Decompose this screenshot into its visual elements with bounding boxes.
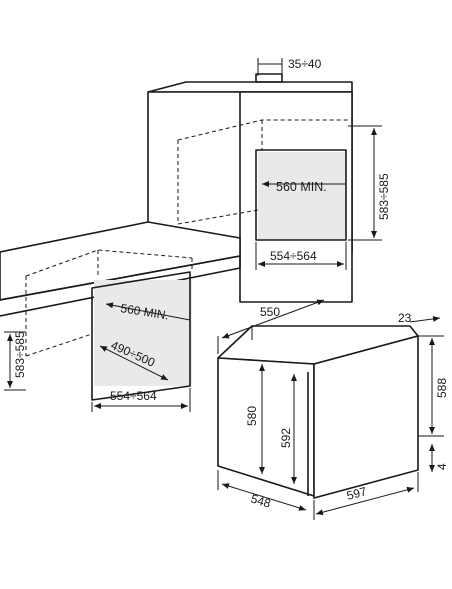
oven <box>217 325 419 499</box>
dim-column-width: 554÷564 <box>255 242 347 270</box>
dim-top-gap: 35÷40 <box>257 57 322 76</box>
tall-cabinet-top <box>147 81 353 93</box>
label-undercounter-width: 554÷564 <box>110 389 157 403</box>
label-column-height: 583÷585 <box>377 173 391 220</box>
label-oven-top: 550 <box>260 305 280 319</box>
label-oven-body-depth: 548 <box>249 491 273 510</box>
label-top-gap: 35÷40 <box>288 57 322 71</box>
label-oven-total-height: 588 <box>435 378 449 398</box>
label-oven-front-height: 592 <box>279 428 293 448</box>
dim-undercounter-height: 583÷585 <box>4 331 27 391</box>
top-vent-slot <box>255 73 283 83</box>
dim-oven-front-width: 597 <box>313 472 419 520</box>
dim-oven-front-offset: 23 <box>398 311 441 325</box>
dim-oven-body-height: 580 <box>245 364 265 474</box>
label-column-width: 554÷564 <box>270 249 317 263</box>
undercounter-niche-opening <box>91 271 191 401</box>
dim-oven-front-height: 592 <box>279 374 297 484</box>
oven-side-face <box>217 357 315 497</box>
column-niche <box>177 119 350 241</box>
countertop-surface <box>0 221 241 301</box>
label-column-depth: 560 MIN. <box>276 180 327 194</box>
dim-oven-total-height: 588 <box>418 335 449 437</box>
column-niche-opening <box>255 149 347 241</box>
dim-oven-bottom-offset: 4 <box>429 444 449 472</box>
label-oven-front-width: 597 <box>345 484 368 503</box>
dim-undercounter-width: 554÷564 <box>91 388 191 412</box>
label-undercounter-height: 583÷585 <box>13 331 27 378</box>
dim-column-height: 583÷585 <box>348 125 391 241</box>
label-oven-front-offset: 23 <box>398 311 412 325</box>
label-oven-body-height: 580 <box>245 406 259 426</box>
label-oven-bottom-offset: 4 <box>435 463 449 470</box>
oven-front-panel <box>313 335 419 499</box>
dim-column-depth: 560 MIN. <box>262 180 346 194</box>
dim-oven-body-depth: 548 <box>217 470 307 511</box>
dim-oven-top: 550 <box>217 299 325 354</box>
